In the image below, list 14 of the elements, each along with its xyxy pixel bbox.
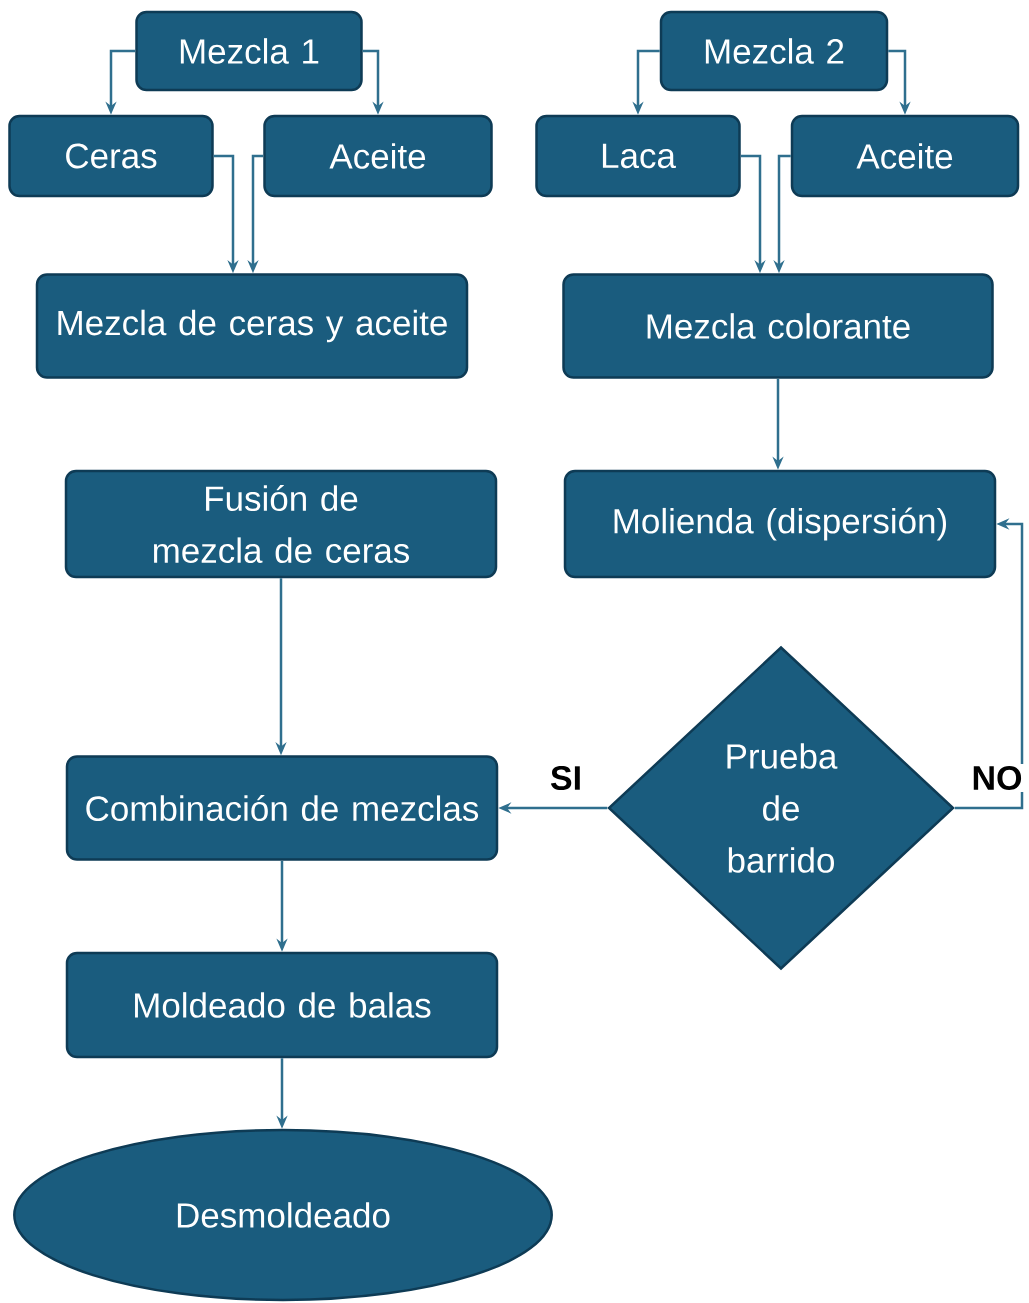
edge-label: SI xyxy=(547,763,585,793)
process-box: Fusión de mezcla de ceras xyxy=(64,469,498,579)
edge-label: NO xyxy=(969,763,1025,793)
process-box: Molienda (dispersión) xyxy=(563,469,997,579)
process-box: Aceite xyxy=(790,114,1020,198)
process-box: Aceite xyxy=(263,114,493,198)
process-box: Mezcla 1 xyxy=(135,10,363,92)
process-box: Ceras xyxy=(8,114,214,198)
process-box: Combinación de mezclas xyxy=(65,755,499,861)
process-box: Laca xyxy=(535,114,741,198)
process-box: Mezcla colorante xyxy=(562,273,994,379)
process-box: Moldeado de balas xyxy=(65,951,499,1059)
process-box: Mezcla 2 xyxy=(659,10,889,92)
process-box: Mezcla de ceras y aceite xyxy=(35,273,469,379)
